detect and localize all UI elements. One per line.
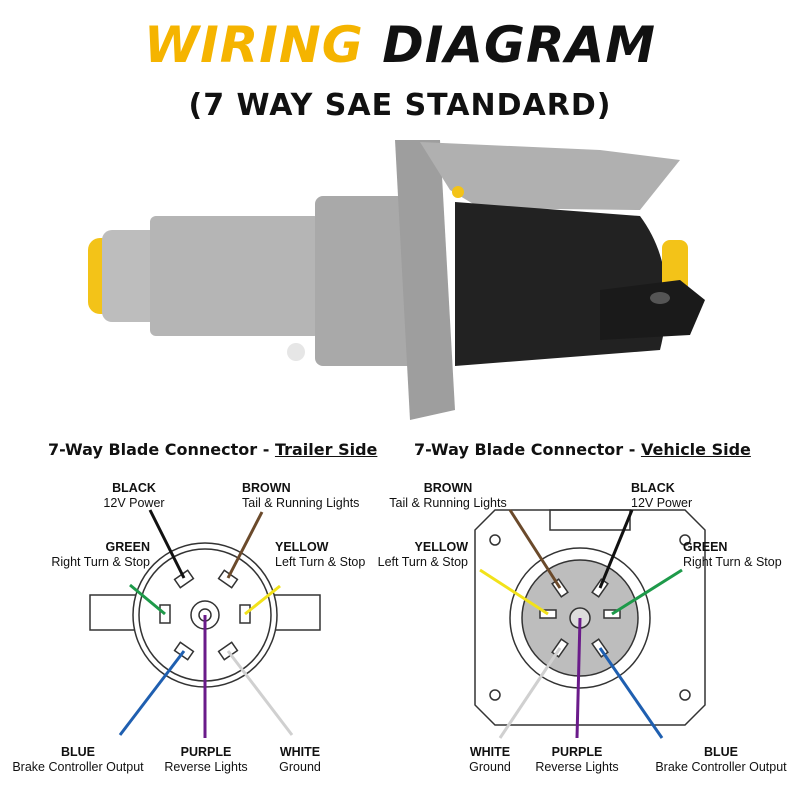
vehicle-label-black: BLACK 12V Power [631, 481, 692, 511]
wire-function: Ground [469, 760, 511, 774]
vehicle-label-brown: BROWN Tail & Running Lights [389, 481, 506, 511]
pin-slot-yellow [239, 604, 251, 624]
hinged-lid [420, 142, 680, 210]
wire-purple [575, 617, 582, 739]
wire-white [226, 650, 294, 736]
title-word-diagram: DIAGRAM [382, 16, 656, 74]
wire-color-name: WHITE [469, 745, 511, 759]
trailer-label-blue: BLUE Brake Controller Output [12, 745, 143, 775]
trailer-label-white: WHITE Ground [279, 745, 321, 775]
trailer-side-title: 7-Way Blade Connector - Trailer Side [48, 440, 377, 459]
pin-slot-green [159, 604, 171, 624]
grey-body-front [315, 196, 425, 366]
socket-mount-tab [600, 280, 705, 340]
grey-body-mid [150, 216, 320, 336]
wire-brown [226, 511, 264, 579]
trailer-title-underlined: Trailer Side [274, 440, 378, 459]
flange-hole-tr [679, 534, 691, 546]
wire-blue [118, 650, 186, 736]
wire-yellow [479, 568, 549, 616]
wire-color-name: BLUE [703, 745, 739, 759]
vehicle-title-underlined: Vehicle Side [640, 440, 751, 459]
wire-color-name: PURPLE [180, 745, 232, 759]
vehicle-title-prefix: 7-Way Blade Connector - [414, 440, 641, 459]
page-title: WIRING DIAGRAM [0, 20, 800, 70]
black-socket-housing [455, 202, 667, 366]
wire-color-name: BROWN [423, 481, 473, 495]
wire-color-name: YELLOW [275, 540, 329, 554]
wire-green [129, 583, 166, 616]
socket-outer-ring [509, 547, 651, 689]
wire-black [598, 509, 634, 589]
wire-function: Reverse Lights [535, 760, 619, 774]
wire-color-name: GREEN [683, 540, 728, 554]
wire-brown [508, 509, 562, 589]
vehicle-label-purple: PURPLE Reverse Lights [535, 745, 618, 775]
trailer-label-purple: PURPLE Reverse Lights [164, 745, 247, 775]
trailer-label-black: BLACK 12V Power [103, 481, 164, 511]
wire-function: 12V Power [103, 496, 165, 510]
wire-function: Tail & Running Lights [242, 496, 360, 510]
wire-color-name: GREEN [105, 540, 150, 554]
wire-function: Right Turn & Stop [683, 555, 782, 569]
trailer-label-yellow: YELLOW Left Turn & Stop [275, 540, 365, 570]
wire-color-name: PURPLE [551, 745, 603, 759]
title-word-wiring: WIRING [144, 16, 364, 74]
trailer-label-brown: BROWN Tail & Running Lights [242, 481, 359, 511]
trailer-side-connector-diagram [89, 509, 321, 738]
vehicle-label-white: WHITE Ground [469, 745, 511, 775]
connector-product-image [88, 140, 705, 420]
vehicle-label-blue: BLUE Brake Controller Output [655, 745, 786, 775]
vehicle-label-yellow: YELLOW Left Turn & Stop [378, 540, 468, 570]
vehicle-side-connector-diagram [474, 509, 706, 739]
wire-green [611, 568, 683, 616]
mount-hole [650, 292, 670, 304]
wire-yellow [244, 584, 281, 616]
wire-function: Ground [279, 760, 321, 774]
wire-function: Left Turn & Stop [275, 555, 366, 569]
flange-hole-tl [489, 534, 501, 546]
wire-blue [598, 647, 664, 739]
grey-body-rear [102, 230, 162, 322]
vehicle-side-title: 7-Way Blade Connector - Vehicle Side [414, 440, 751, 459]
wire-function: 12V Power [631, 496, 693, 510]
lid-rivet [452, 186, 464, 198]
wire-function: Right Turn & Stop [51, 555, 150, 569]
lid-hinge [549, 509, 631, 531]
flange-hole-bl [489, 689, 501, 701]
trailer-title-prefix: 7-Way Blade Connector - [48, 440, 275, 459]
flange-hole-br [679, 689, 691, 701]
trailer-label-green: GREEN Right Turn & Stop [51, 540, 150, 570]
wire-color-name: BLACK [631, 481, 675, 495]
wire-function: Brake Controller Output [12, 760, 144, 774]
wire-color-name: BLUE [60, 745, 96, 759]
page-subtitle: (7 WAY SAE STANDARD) [188, 88, 612, 123]
vehicle-label-green: GREEN Right Turn & Stop [683, 540, 782, 570]
wire-function: Left Turn & Stop [377, 555, 468, 569]
mounting-flange [395, 140, 455, 420]
wire-black [148, 509, 186, 579]
wire-white [498, 647, 562, 739]
screw-head [287, 343, 305, 361]
wire-color-name: WHITE [279, 745, 321, 759]
wire-color-name: BLACK [112, 481, 156, 495]
wire-function: Reverse Lights [164, 760, 248, 774]
wire-function: Brake Controller Output [655, 760, 787, 774]
wire-color-name: YELLOW [414, 540, 468, 554]
wire-color-name: BROWN [242, 481, 291, 495]
wire-function: Tail & Running Lights [389, 496, 507, 510]
